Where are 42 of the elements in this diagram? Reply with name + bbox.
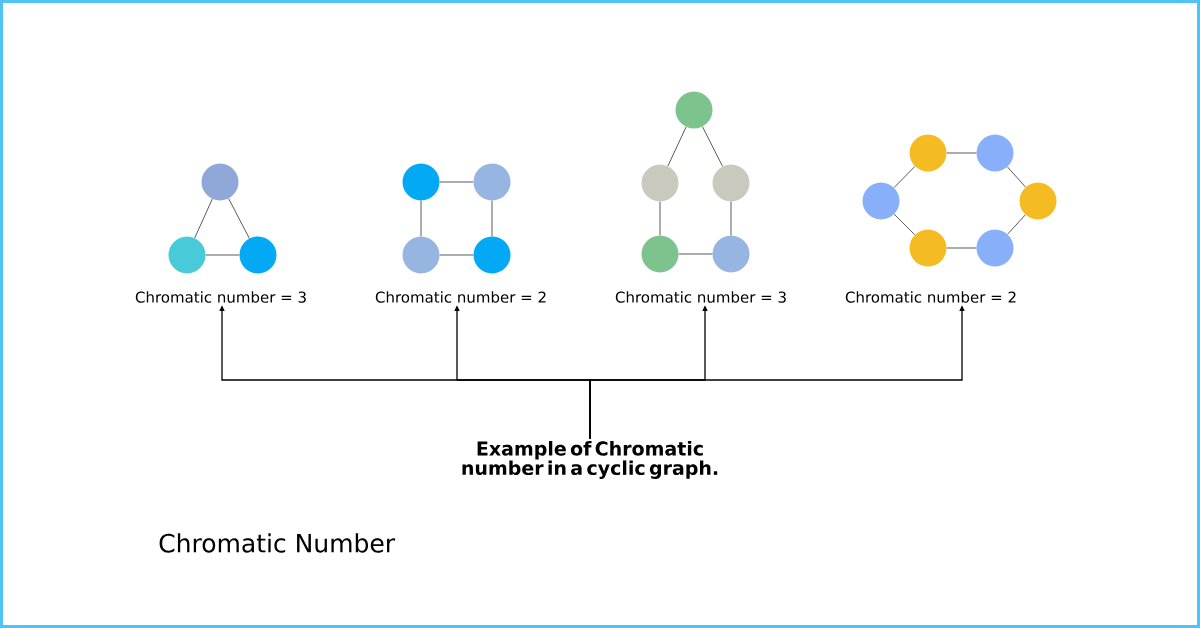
graph-edge [893, 213, 916, 236]
graph-vertex [473, 163, 511, 201]
graph-vertex [641, 235, 679, 273]
graph-edge [667, 126, 687, 167]
graph-vertex [976, 134, 1014, 172]
graph-edge [439, 254, 474, 256]
graph-vertex [909, 229, 947, 267]
graph-edge [420, 200, 422, 237]
value-label: Chromatic number = 3 [135, 291, 306, 303]
graph-edge [205, 254, 240, 256]
graph-vertex [1019, 182, 1057, 220]
value-label: Chromatic number = 2 [845, 291, 1016, 303]
graph-vertex [712, 164, 750, 202]
graph-vertex [862, 182, 900, 220]
caption-text: Example of Chromatic number in a cyclic graph. [462, 441, 718, 479]
graph-edge [701, 126, 724, 167]
title: Chromatic Number [159, 533, 396, 553]
graph-vertex [675, 91, 713, 129]
graph-vertex [239, 236, 277, 274]
graph-vertex [909, 134, 947, 172]
graph-vertex [712, 235, 750, 273]
graph-edge [946, 152, 977, 154]
graph-edge [1007, 166, 1027, 188]
graph-edge [946, 247, 977, 249]
graph-vertex [168, 236, 206, 274]
graph-edge [228, 198, 250, 239]
graph-edge [439, 181, 474, 183]
graph-edge [194, 198, 213, 239]
graph-vertex [976, 229, 1014, 267]
value-label: Chromatic number = 2 [375, 291, 546, 303]
graph-vertex [641, 164, 679, 202]
value-label: Chromatic number = 3 [615, 291, 786, 303]
graph-edge [678, 253, 713, 255]
graph-vertex [402, 236, 440, 274]
graph-edge [491, 200, 493, 237]
graph-vertex [402, 163, 440, 201]
graph-edge [659, 201, 661, 236]
graph-edge [730, 201, 732, 236]
graph-vertex [473, 236, 511, 274]
graph-edge [893, 165, 916, 189]
graph-vertex [201, 163, 239, 201]
graph-edge [1007, 214, 1026, 235]
